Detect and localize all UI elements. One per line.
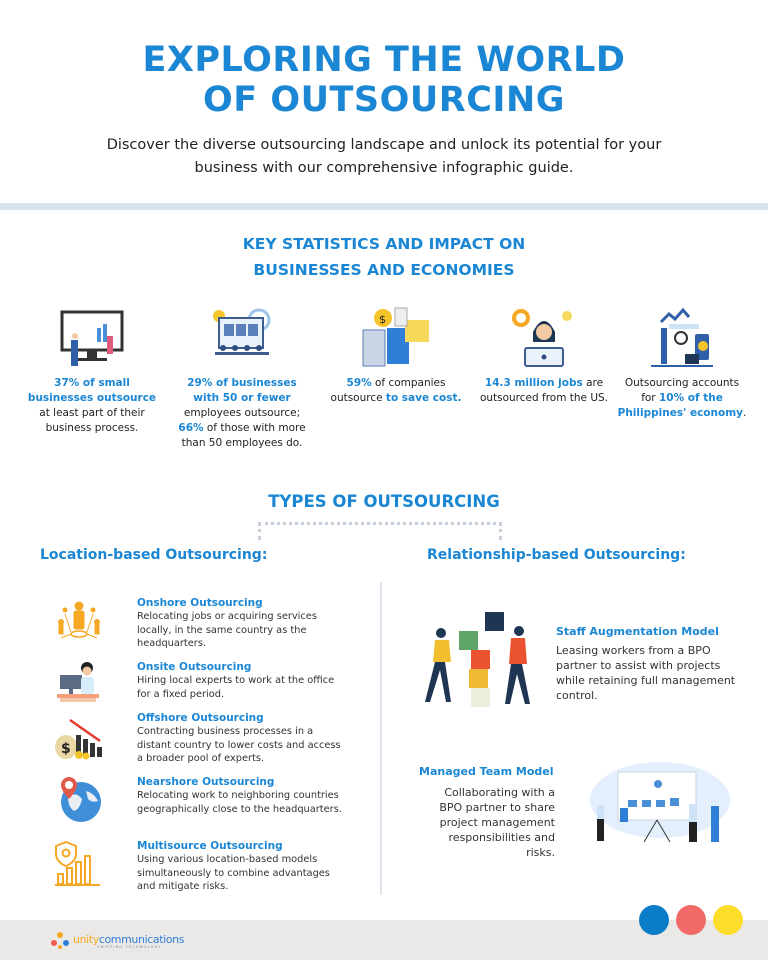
logo-icon <box>51 932 69 949</box>
stats-heading: KEY STATISTICS AND IMPACT ON BUSINESSES A… <box>0 231 768 283</box>
stacking-blocks-illustration <box>423 608 543 708</box>
stat-text: . <box>743 407 747 419</box>
stats-heading-line-2: BUSINESSES AND ECONOMIES <box>253 261 515 279</box>
stat-text: are outsourced from the US. <box>479 377 609 404</box>
team-presentation-illustration <box>580 760 730 845</box>
managed-team-title: Managed Team Model <box>419 765 554 778</box>
managed-team-item: Managed Team Model Collaborating with a … <box>405 765 555 860</box>
item-desc: Hiring local experts to work at the offi… <box>137 675 335 700</box>
location-heading: Location-based Outsourcing: <box>40 547 268 563</box>
column-divider <box>380 582 382 895</box>
title-line-1: EXPLORING THE WORLD <box>142 40 626 80</box>
stat-highlight: 29% of businesses with 50 or fewer <box>187 377 297 404</box>
stat-highlight: 10% of the Philippines' economy <box>617 392 743 419</box>
item-desc: Contracting business processes in a dist… <box>137 726 341 764</box>
item-desc: Using various location-based models simu… <box>137 854 330 892</box>
subtitle: Discover the diverse outsourcing landsca… <box>106 137 662 176</box>
network-people-icon <box>54 600 104 648</box>
stat-4: 14.3 million jobs are outsourced from th… <box>478 376 610 406</box>
logo-text-communications: communications <box>98 932 185 946</box>
staff-augmentation-title: Staff Augmentation Model <box>556 625 719 638</box>
managed-team-desc: Collaborating with a BPO partner to shar… <box>439 786 555 859</box>
stat-highlight: to save cost. <box>385 392 462 404</box>
globe-pin-icon <box>54 775 104 823</box>
title-line-2: OF OUTSOURCING <box>203 80 565 120</box>
item-desc: Relocating work to neighboring countries… <box>137 790 342 815</box>
item-title: Offshore Outsourcing <box>137 712 264 724</box>
economy-illustration <box>647 306 717 370</box>
svg-text:$: $ <box>61 741 71 757</box>
dotted-bracket <box>258 522 502 540</box>
stat-text: at least part of their business process. <box>39 407 145 434</box>
logo-text-unity: unity <box>73 932 99 946</box>
cost-saving-illustration: $ <box>361 306 431 370</box>
svg-text:$: $ <box>379 313 386 326</box>
office-worker-icon <box>54 660 104 708</box>
logo-tagline: UNIFYING TECHNOLOGY <box>97 944 162 949</box>
stat-text: employees outsource; <box>183 407 301 419</box>
stat-highlight: 14.3 million jobs <box>484 377 583 389</box>
item-title: Onsite Outsourcing <box>137 661 252 673</box>
stat-highlight: 66% <box>178 422 204 434</box>
stat-text: of companies outsource <box>330 377 446 404</box>
item-title: Onshore Outsourcing <box>137 597 263 609</box>
stat-highlight: 59% <box>346 377 372 389</box>
relationship-heading: Relationship-based Outsourcing: <box>427 547 686 563</box>
stat-5: Outsourcing accounts for 10% of the Phil… <box>616 376 748 421</box>
red-dot <box>676 905 706 935</box>
stat-text: Outsourcing accounts for <box>624 377 740 404</box>
stat-1: 37% of small businesses outsource at lea… <box>26 376 158 436</box>
remote-worker-illustration <box>509 306 579 370</box>
staff-augmentation-desc: Leasing workers from a BPO partner to as… <box>556 644 736 702</box>
item-title: Multisource Outsourcing <box>137 840 283 852</box>
item-desc: Relocating jobs or acquiring services lo… <box>137 611 317 649</box>
team-meeting-illustration <box>207 306 277 370</box>
item-title: Nearshore Outsourcing <box>137 776 275 788</box>
stat-2: 29% of businesses with 50 or fewer emplo… <box>176 376 308 451</box>
unity-communications-logo[interactable]: unitycommunications UNIFYING TECHNOLOGY <box>50 931 184 951</box>
divider-band <box>0 203 768 210</box>
shield-bar-chart-icon <box>54 840 104 888</box>
stat-3: 59% of companies outsource to save cost. <box>330 376 462 406</box>
yellow-dot <box>713 905 743 935</box>
data-analysis-illustration <box>57 306 127 370</box>
stat-text: of those with more than 50 employees do. <box>181 422 306 449</box>
money-decline-chart-icon: $ <box>54 715 104 763</box>
blue-dot <box>639 905 669 935</box>
staff-augmentation-item: Staff Augmentation Model Leasing workers… <box>556 625 746 703</box>
types-heading: TYPES OF OUTSOURCING <box>268 492 500 511</box>
stat-highlight: 37% of small businesses outsource <box>27 377 157 404</box>
stats-heading-line-1: KEY STATISTICS AND IMPACT ON <box>242 235 526 253</box>
